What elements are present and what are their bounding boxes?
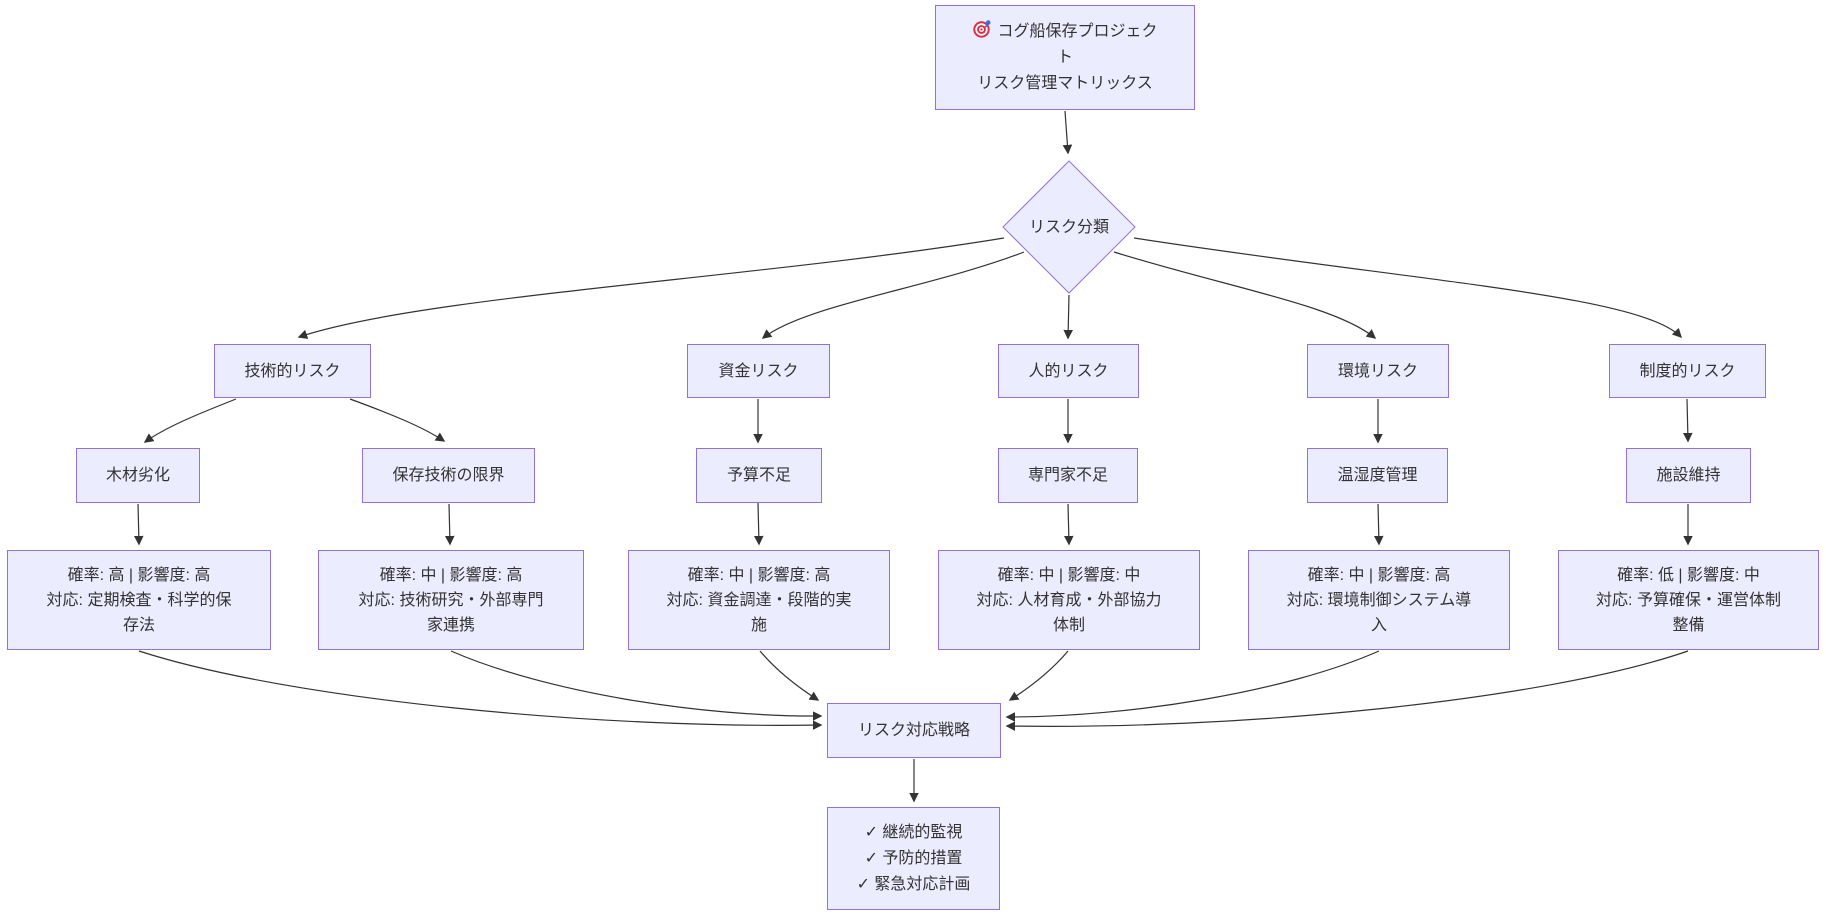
node-category-human-risk: 人的リスク [998,344,1139,398]
detail-action-line: 対応: 技術研究・外部専門家連携 [358,591,544,634]
category-label: 環境リスク [1337,362,1418,380]
node-subrisk-budget-shortage: 予算不足 [696,448,822,503]
node-detail-wood: 確率: 高 | 影響度: 高 対応: 定期検査・科学的保存法 [7,550,271,650]
detail-action-line: 対応: 環境制御システム導入 [1286,591,1472,634]
node-project-title: コグ船保存プロジェク ト リスク管理マトリックス [935,5,1195,110]
project-title-text: コグ船保存プロジェク ト リスク管理マトリックス [977,22,1158,92]
edge-budget-to-detail3 [754,502,764,546]
node-decision-risk-classification: リスク分類 [1002,160,1136,294]
detail-risk-line: 確率: 低 | 影響度: 中 [1617,566,1760,584]
final-item-monitoring: ✓ 継続的監視 [864,823,963,841]
decision-label: リスク分類 [1028,218,1109,236]
node-risk-response-strategy: リスク対応戦略 [827,703,1001,758]
edge-temp-to-detail5 [1373,503,1384,546]
edge-detail3-to-strategy [759,650,820,701]
category-label: 資金リスク [718,362,799,380]
detail-action-line: 対応: 資金調達・段階的実施 [666,591,852,634]
subrisk-label: 木材劣化 [105,467,170,484]
edge-root-to-decision [1062,110,1073,155]
strategy-label: リスク対応戦略 [857,722,970,739]
edge-decision-to-env [1113,251,1377,339]
node-category-funding-risk: 資金リスク [687,344,830,398]
node-final-measures: ✓ 継続的監視 ✓ 予防的措置 ✓ 緊急対応計画 [827,807,1000,910]
node-detail-tech-limit: 確率: 中 | 影響度: 高 対応: 技術研究・外部専門家連携 [318,550,584,650]
node-detail-facility: 確率: 低 | 影響度: 中 対応: 予算確保・運営体制整備 [1558,550,1819,650]
category-label: 人的リスク [1028,362,1109,380]
target-icon [972,19,992,39]
subrisk-label: 専門家不足 [1027,467,1108,484]
category-label: 技術的リスク [244,362,341,380]
project-title-content: コグ船保存プロジェク ト リスク管理マトリックス [972,19,1158,97]
final-item-prevention: ✓ 予防的措置 [864,849,963,867]
category-label: 制度的リスク [1639,362,1736,380]
edge-tech-to-wood [143,398,237,443]
edge-decision-to-human [1063,294,1073,340]
node-detail-expert: 確率: 中 | 影響度: 中 対応: 人材育成・外部協力体制 [938,550,1200,650]
final-item-emergency-plan: ✓ 緊急対応計画 [856,875,971,893]
node-subrisk-temperature-humidity: 温湿度管理 [1307,448,1448,503]
node-category-environmental-risk: 環境リスク [1307,344,1449,398]
edge-detail2-to-strategy [450,650,823,721]
subrisk-label: 予算不足 [726,467,791,484]
subrisk-label: 施設維持 [1656,467,1721,484]
detail-action-line: 対応: 予算確保・運営体制整備 [1596,591,1781,634]
detail-risk-line: 確率: 中 | 影響度: 中 [997,566,1141,584]
edge-decision-to-tech [297,237,1005,339]
edge-decision-to-fund [761,251,1025,339]
edge-detail5-to-strategy [1005,650,1380,722]
diamond-shape [1002,160,1136,294]
edge-limit-to-detail2 [444,503,455,546]
node-subrisk-preservation-tech-limit: 保存技術の限界 [362,448,535,503]
detail-risk-line: 確率: 中 | 影響度: 高 [379,566,523,584]
node-subrisk-wood-deterioration: 木材劣化 [76,448,200,503]
node-subrisk-facility-maintenance: 施設維持 [1626,448,1751,503]
edge-tech-to-limit [349,398,446,442]
subrisk-label: 温湿度管理 [1337,467,1418,484]
edge-detail4-to-strategy [1008,650,1069,701]
detail-risk-line: 確率: 中 | 影響度: 高 [687,566,831,584]
node-category-technical-risk: 技術的リスク [214,344,371,398]
edge-detail1-to-strategy [138,650,823,730]
detail-risk-line: 確率: 中 | 影響度: 高 [1307,566,1451,584]
node-category-institutional-risk: 制度的リスク [1609,344,1766,398]
subrisk-label: 保存技術の限界 [392,467,505,484]
edge-expert-to-detail4 [1063,503,1074,546]
detail-risk-line: 確率: 高 | 影響度: 高 [67,566,211,584]
node-subrisk-expert-shortage: 専門家不足 [998,448,1138,503]
detail-action-line: 対応: 人材育成・外部協力体制 [976,591,1162,634]
node-detail-temperature: 確率: 中 | 影響度: 高 対応: 環境制御システム導入 [1248,550,1510,650]
node-detail-budget: 確率: 中 | 影響度: 高 対応: 資金調達・段階的実施 [628,550,890,650]
edge-inst-to-facility [1683,398,1693,443]
edge-decision-to-inst [1133,237,1683,339]
edge-wood-to-detail1 [133,503,144,546]
detail-action-line: 対応: 定期検査・科学的保存法 [46,591,232,634]
edge-detail6-to-strategy [1005,650,1689,731]
